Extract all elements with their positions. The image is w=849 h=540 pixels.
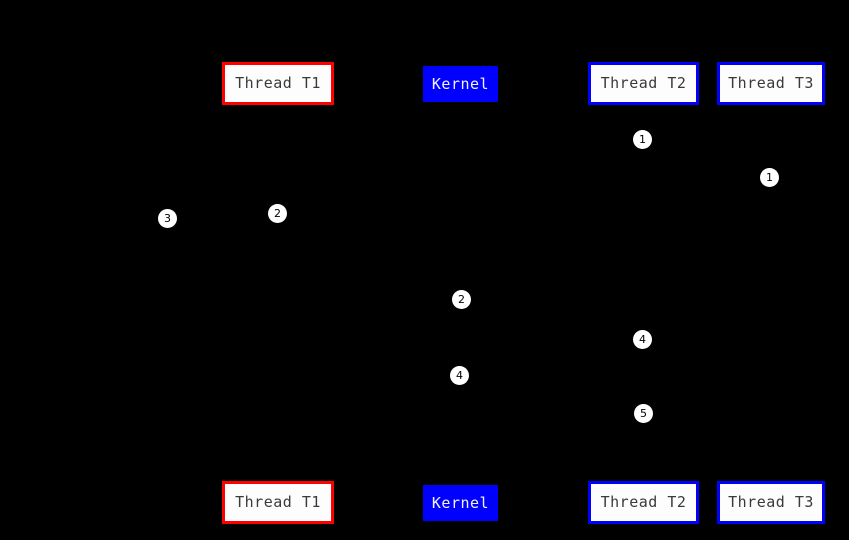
step-marker-1-thread-t2: 1 — [633, 130, 652, 149]
step-marker-1-thread-t3: 1 — [760, 168, 779, 187]
participant-header-thread-t1[interactable]: Thread T1 — [222, 62, 334, 105]
participant-header-kernel[interactable]: Kernel — [423, 66, 498, 102]
step-marker-4-kernel: 4 — [450, 366, 469, 385]
participant-footer-kernel[interactable]: Kernel — [423, 485, 498, 521]
participant-footer-thread-t2-label: Thread T2 — [600, 493, 687, 511]
participant-header-thread-t2-label: Thread T2 — [600, 74, 687, 92]
lifeline-thread-t2 — [643, 105, 645, 481]
step-marker-3-left: 3 — [158, 209, 177, 228]
participant-footer-thread-t3[interactable]: Thread T3 — [717, 481, 825, 524]
step-marker-2-thread-t1: 2 — [268, 204, 287, 223]
participant-footer-thread-t1-label: Thread T1 — [235, 493, 321, 511]
participant-header-thread-t3[interactable]: Thread T3 — [717, 62, 825, 105]
lifeline-thread-t1 — [278, 105, 280, 481]
step-marker-5-thread-t2: 5 — [634, 404, 653, 423]
participant-header-kernel-label: Kernel — [431, 74, 490, 93]
participant-header-thread-t3-label: Thread T3 — [728, 74, 814, 92]
participant-footer-thread-t2[interactable]: Thread T2 — [588, 481, 699, 524]
step-marker-2-kernel: 2 — [452, 290, 471, 309]
participant-footer-thread-t3-label: Thread T3 — [728, 493, 814, 511]
participant-footer-thread-t1[interactable]: Thread T1 — [222, 481, 334, 524]
participant-header-thread-t1-label: Thread T1 — [235, 74, 321, 92]
participant-footer-kernel-label: Kernel — [431, 493, 490, 512]
participant-header-thread-t2[interactable]: Thread T2 — [588, 62, 699, 105]
lifeline-thread-t3 — [771, 105, 773, 481]
step-marker-4-thread-t2: 4 — [633, 330, 652, 349]
